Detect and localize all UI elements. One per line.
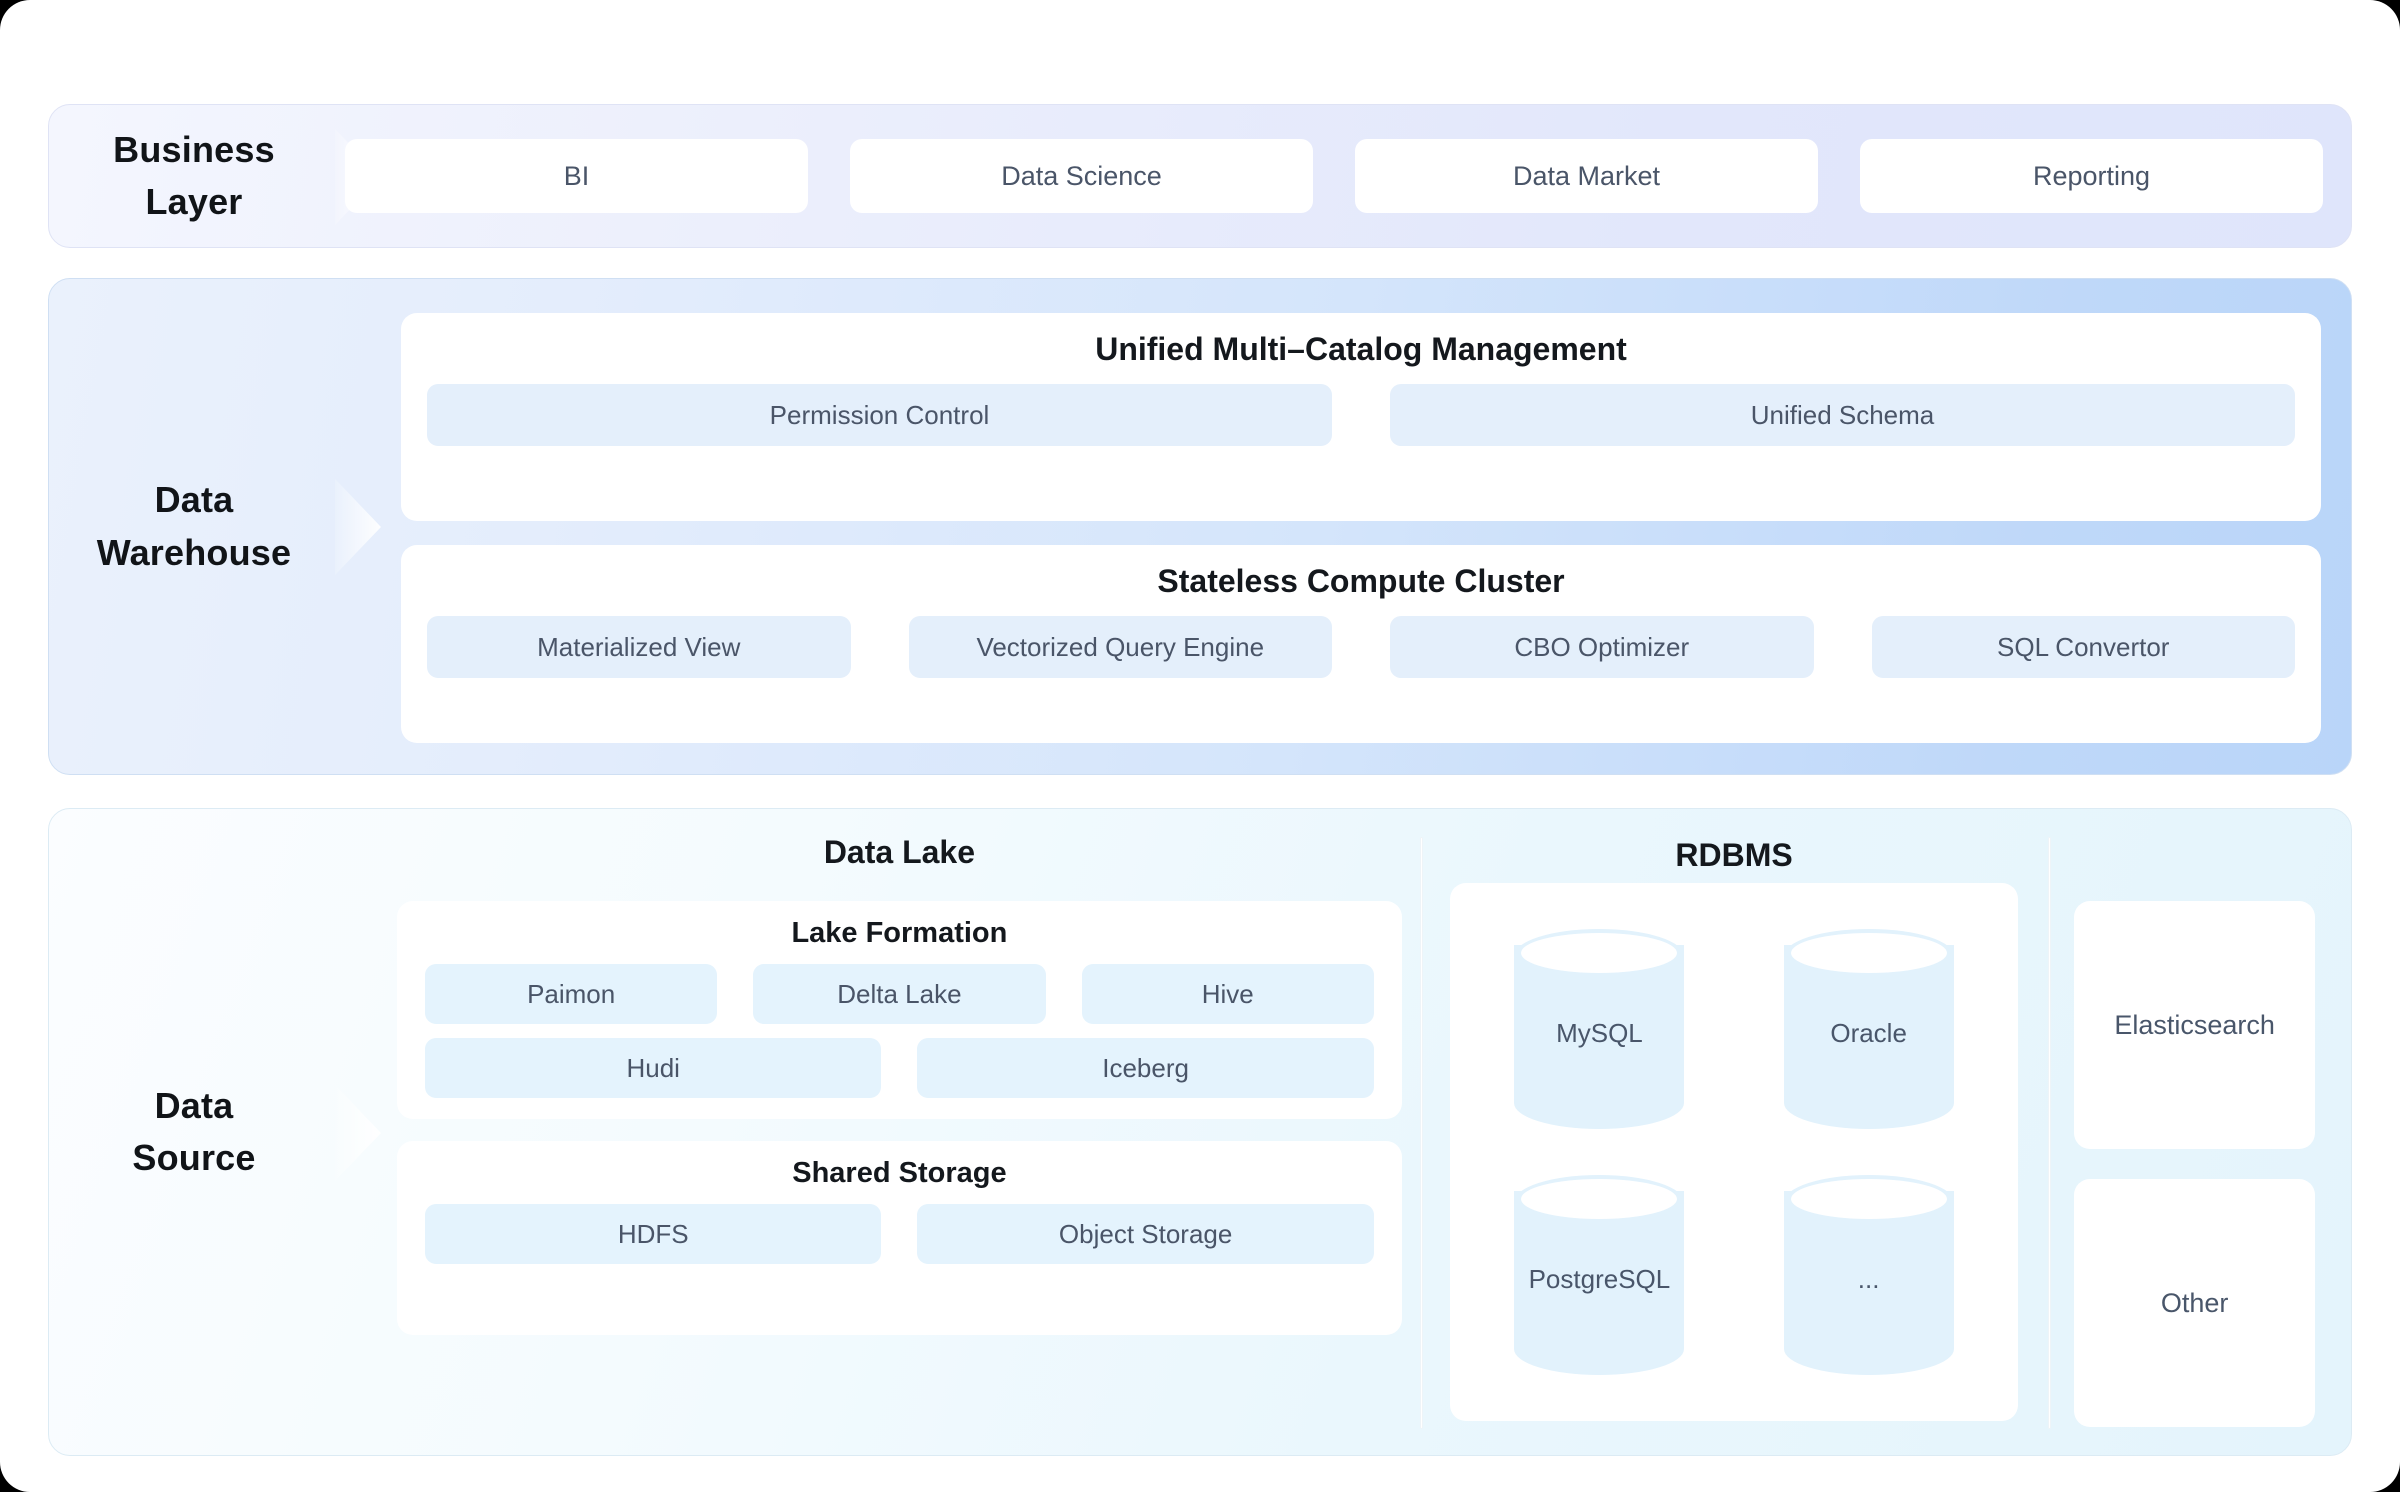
business-layer-band: Business Layer BI Data Science Data Mark… xyxy=(48,104,2352,248)
card-other[interactable]: Other xyxy=(2074,1179,2315,1427)
panel-chip-row: Hudi Iceberg xyxy=(425,1038,1374,1098)
chip-label: SQL Convertor xyxy=(1997,631,2170,662)
chip-paimon[interactable]: Paimon xyxy=(425,964,718,1024)
business-card-reporting[interactable]: Reporting xyxy=(1860,139,2323,213)
chip-label: Delta Lake xyxy=(837,978,962,1009)
database-label: Oracle xyxy=(1830,1017,1907,1048)
database-cylinder-postgresql[interactable]: PostgreSQL xyxy=(1514,1175,1685,1375)
panel-chip-row: Paimon Delta Lake Hive xyxy=(425,964,1374,1024)
chip-label: Unified Schema xyxy=(1750,399,1935,430)
chip-hive[interactable]: Hive xyxy=(1081,964,1374,1024)
column-title-data-lake: Data Lake xyxy=(823,834,975,870)
chevron-right-icon xyxy=(335,479,381,575)
chevron-right-icon xyxy=(335,129,381,225)
chip-label: Vectorized Query Engine xyxy=(976,631,1265,662)
chip-permission-control[interactable]: Permission Control xyxy=(427,384,1332,446)
cylinder-top-icon xyxy=(1514,1175,1685,1229)
chip-label: Permission Control xyxy=(769,399,990,430)
panel-chip-row: Permission Control Unified Schema xyxy=(427,384,2295,446)
panel-unified-multi-catalog-management: Unified Multi–Catalog Management Permiss… xyxy=(401,313,2321,521)
cylinder-top-icon xyxy=(1783,1175,1954,1229)
card-elasticsearch[interactable]: Elasticsearch xyxy=(2074,901,2315,1149)
business-card-label: Reporting xyxy=(2032,160,2151,191)
panel-title: Stateless Compute Cluster xyxy=(1157,563,1565,599)
database-cylinder-mysql[interactable]: MySQL xyxy=(1514,929,1685,1129)
panel-chip-row: Materialized View Vectorized Query Engin… xyxy=(427,616,2295,678)
chip-label: CBO Optimizer xyxy=(1514,631,1690,662)
column-rdbms: RDBMS MySQL Oracle xyxy=(1419,809,2048,1455)
data-warehouse-label: Data Warehouse xyxy=(96,479,292,573)
column-divider xyxy=(2048,837,2052,1429)
chip-sql-convertor[interactable]: SQL Convertor xyxy=(1871,616,2295,678)
database-label: ... xyxy=(1857,1263,1880,1294)
chip-vectorized-query-engine[interactable]: Vectorized Query Engine xyxy=(908,616,1332,678)
chip-label: Object Storage xyxy=(1058,1218,1233,1249)
chip-label: HDFS xyxy=(617,1218,689,1249)
business-card-label: BI xyxy=(563,160,590,191)
panel-chip-row: HDFS Object Storage xyxy=(425,1204,1374,1264)
panel-lake-formation: Lake Formation Paimon Delta Lake Hive xyxy=(397,901,1402,1119)
chip-label: Hudi xyxy=(626,1052,680,1083)
column-divider xyxy=(1419,837,1423,1429)
chip-label: Hive xyxy=(1201,978,1254,1009)
chip-cbo-optimizer[interactable]: CBO Optimizer xyxy=(1390,616,1814,678)
business-card-data-science[interactable]: Data Science xyxy=(850,139,1313,213)
chip-hudi[interactable]: Hudi xyxy=(425,1038,882,1098)
cylinder-top-icon xyxy=(1514,929,1685,983)
chip-label: Iceberg xyxy=(1102,1052,1189,1083)
panel-title: Unified Multi–Catalog Management xyxy=(1095,331,1627,367)
business-card-label: Data Science xyxy=(1001,160,1162,191)
panel-shared-storage: Shared Storage HDFS Object Storage xyxy=(397,1141,1402,1335)
business-card-bi[interactable]: BI xyxy=(345,139,808,213)
business-card-label: Data Market xyxy=(1512,160,1661,191)
column-other-sources: Elasticsearch Other xyxy=(2048,809,2333,1455)
data-source-band: Data Source Data Lake Lake Formation Pai… xyxy=(48,808,2352,1456)
column-data-lake: Data Lake Lake Formation Paimon Delta La… xyxy=(379,809,1420,1455)
cylinder-top-icon xyxy=(1783,929,1954,983)
chip-delta-lake[interactable]: Delta Lake xyxy=(753,964,1046,1024)
chip-label: Materialized View xyxy=(537,631,741,662)
chip-iceberg[interactable]: Iceberg xyxy=(917,1038,1374,1098)
business-layer-label: Business Layer xyxy=(113,128,275,222)
panel-rdbms-databases: MySQL Oracle PostgreSQL xyxy=(1449,883,2019,1421)
data-source-label: Data Source xyxy=(132,1084,256,1178)
panel-stateless-compute-cluster: Stateless Compute Cluster Materialized V… xyxy=(401,545,2321,743)
chip-unified-schema[interactable]: Unified Schema xyxy=(1390,384,2295,446)
chip-object-storage[interactable]: Object Storage xyxy=(917,1204,1374,1264)
panel-title: Lake Formation xyxy=(791,917,1008,949)
data-source-columns: Data Lake Lake Formation Paimon Delta La… xyxy=(379,809,2333,1455)
card-label: Other xyxy=(2160,1287,2229,1318)
chip-label: Paimon xyxy=(527,978,616,1009)
chip-hdfs[interactable]: HDFS xyxy=(425,1204,882,1264)
column-title-rdbms: RDBMS xyxy=(1675,837,1793,873)
database-label: MySQL xyxy=(1556,1017,1643,1048)
business-card-data-market[interactable]: Data Market xyxy=(1355,139,1818,213)
business-card-list: BI Data Science Data Market Reporting xyxy=(345,105,2323,247)
database-cylinder-more[interactable]: ... xyxy=(1783,1175,1954,1375)
data-warehouse-band: Data Warehouse Unified Multi–Catalog Man… xyxy=(48,278,2352,775)
card-label: Elasticsearch xyxy=(2114,1009,2275,1040)
chevron-right-icon xyxy=(335,1085,381,1181)
database-label: PostgreSQL xyxy=(1528,1263,1671,1294)
database-cylinder-oracle[interactable]: Oracle xyxy=(1783,929,1954,1129)
panel-title: Shared Storage xyxy=(792,1157,1007,1189)
chip-materialized-view[interactable]: Materialized View xyxy=(427,616,851,678)
